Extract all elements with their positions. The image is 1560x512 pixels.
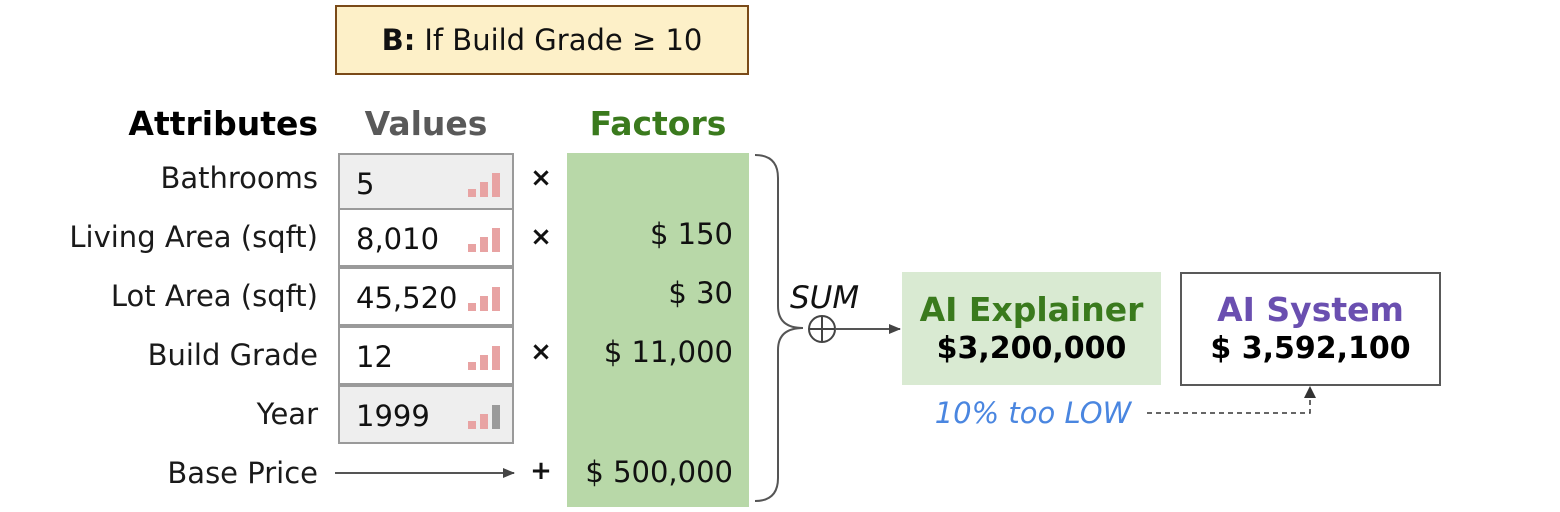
base-price-factor: $ 500,000	[585, 455, 733, 489]
value-cell: 12	[338, 326, 514, 385]
attributes-header: Attributes	[128, 104, 318, 143]
ai-explainer-value: $3,200,000	[936, 330, 1127, 366]
attribute-label: Lot Area (sqft)	[110, 279, 318, 313]
ai-explainer-box: AI Explainer $3,200,000	[902, 272, 1161, 385]
rule-prefix: B:	[381, 23, 416, 57]
factors-header: Factors	[589, 104, 727, 143]
value-text: 1999	[356, 399, 430, 433]
value-text: 8,010	[356, 222, 440, 256]
rule-text: If Build Grade ≥ 10	[424, 23, 703, 57]
error-dashed-arrow	[1147, 388, 1311, 414]
attribute-label: Living Area (sqft)	[69, 220, 318, 254]
ai-system-value: $ 3,592,100	[1210, 331, 1411, 366]
attribute-label: Bathrooms	[160, 161, 318, 195]
factor-value: $ 150	[649, 217, 733, 251]
signal-bars-icon	[468, 171, 502, 197]
value-text: 12	[356, 340, 393, 374]
value-cell: 45,520	[338, 267, 514, 326]
sum-brace	[754, 154, 804, 502]
error-label: 10% too LOW	[934, 396, 1132, 430]
operator: ×	[530, 222, 552, 252]
operator: ×	[530, 163, 552, 193]
signal-bars-icon	[468, 285, 502, 311]
factor-value: $ 30	[668, 276, 733, 310]
value-cell: 8,010	[338, 208, 514, 267]
rule-box: B: If Build Grade ≥ 10	[335, 5, 749, 75]
ai-system-box: AI System $ 3,592,100	[1180, 272, 1441, 386]
sum-circle-plus-icon	[808, 315, 836, 343]
ai-system-title: AI System	[1217, 290, 1404, 329]
value-text: 45,520	[356, 281, 458, 315]
attribute-label: Year	[256, 397, 318, 431]
plus-operator: +	[530, 456, 552, 486]
value-cell: 1999	[338, 385, 514, 444]
values-header: Values	[364, 104, 488, 143]
factor-value: $ 11,000	[603, 335, 733, 369]
error-arrow-head	[1304, 386, 1316, 398]
base-price-label: Base Price	[167, 456, 318, 490]
operator: ×	[530, 337, 552, 367]
factors-column	[567, 153, 749, 507]
signal-bars-icon	[468, 226, 502, 252]
signal-bars-icon	[468, 403, 502, 429]
value-cell: 5	[338, 153, 514, 212]
ai-explainer-title: AI Explainer	[919, 289, 1144, 329]
attribute-label: Build Grade	[147, 338, 318, 372]
value-text: 5	[356, 167, 375, 201]
sum-label: SUM	[790, 280, 860, 316]
signal-bars-icon	[468, 344, 502, 370]
